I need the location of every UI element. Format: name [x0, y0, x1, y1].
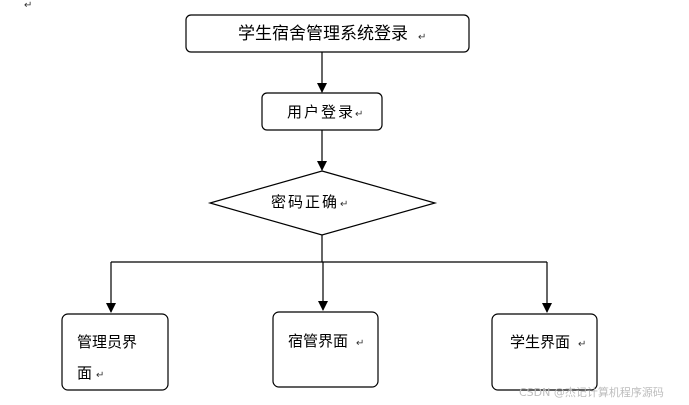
dorm-manager-node-label: 宿管界面 [288, 332, 348, 350]
title-node: 学生宿舍管理系统登录 ↵ [185, 14, 470, 53]
paragraph-mark: ↵ [355, 109, 363, 120]
paragraph-mark: ↵ [418, 32, 426, 43]
login-node-label: 用户登录 [287, 103, 355, 121]
admin-node: 管理员界 面 ↵ [61, 313, 169, 391]
admin-node-label-line1: 管理员界 [77, 333, 137, 351]
password-check-decision: 密码正确 ↵ [207, 170, 438, 236]
title-node-label: 学生宿舍管理系统登录 [238, 24, 408, 44]
student-node: 学生界面 ↵ [491, 313, 598, 391]
admin-node-label-line2: 面 [77, 364, 92, 382]
paragraph-mark: ↵ [340, 199, 348, 210]
paragraph-mark: ↵ [24, 0, 32, 11]
paragraph-mark: ↵ [578, 339, 586, 350]
paragraph-mark: ↵ [356, 338, 364, 349]
student-node-label: 学生界面 [510, 333, 570, 351]
watermark: CSDN @杰记计算机程序源码 [519, 385, 664, 399]
paragraph-mark: ↵ [96, 370, 104, 381]
decision-label: 密码正确 [271, 193, 339, 211]
login-node: 用户登录 ↵ [261, 92, 383, 131]
dorm-manager-node: 宿管界面 ↵ [272, 311, 379, 388]
